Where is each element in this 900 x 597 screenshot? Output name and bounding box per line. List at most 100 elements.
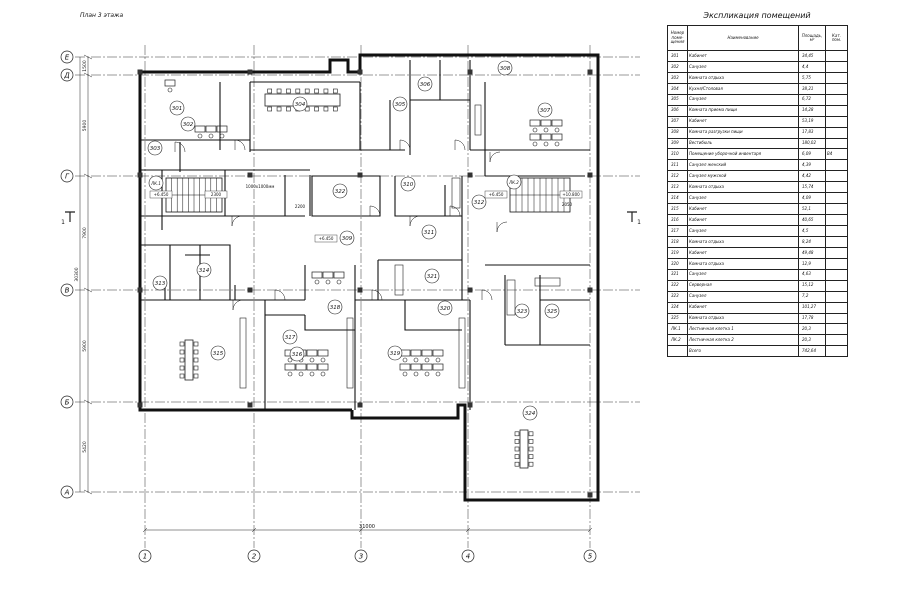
desk [540, 119, 552, 127]
room-area-cell: 12,9 [798, 257, 826, 270]
chair [179, 357, 185, 363]
axis-bubble-row [60, 169, 74, 183]
chair [554, 141, 560, 147]
room-area-cell: 4,5 [798, 225, 826, 237]
chair [543, 127, 549, 133]
room-area-cell: 4,4 [798, 60, 826, 73]
explication-header-row: Номер поме-щения Наименование Площадь, м… [667, 25, 848, 51]
desk [284, 363, 296, 371]
room-category-cell [825, 203, 848, 216]
structural-column [137, 69, 143, 75]
desk [551, 119, 563, 127]
structural-column [587, 172, 593, 178]
chair [543, 141, 549, 147]
room-number-cell: 308 [667, 126, 688, 139]
chair [514, 446, 520, 452]
desk [306, 363, 318, 371]
sofa [474, 104, 482, 136]
room-tag-circle [514, 303, 530, 319]
elevation-mark-box [149, 190, 173, 199]
header-room-category: Кат. пом. [825, 25, 848, 51]
room-tag-circle [424, 268, 440, 284]
room-area-cell: 17,83 [798, 126, 826, 139]
room-name-cell: Комната приема пищи [687, 104, 799, 117]
room-tag-label: 304 [295, 102, 306, 108]
wardrobe [458, 317, 466, 389]
room-category-cell: В4 [825, 148, 848, 161]
door-swing [409, 215, 421, 227]
room-area-cell: 53,19 [798, 115, 826, 128]
desk [551, 133, 563, 141]
wardrobe [451, 177, 461, 209]
room-number-cell: 304 [667, 82, 688, 95]
room-number-cell: 318 [667, 235, 688, 248]
room-tag-label: 303 [150, 146, 161, 152]
room-name-cell: Лестничная клетка 1 [687, 323, 799, 336]
header-room-number: Номер поме-щения [667, 25, 688, 51]
chair [424, 357, 430, 363]
room-number-cell: 306 [667, 104, 688, 117]
header-room-area: Площадь, м² [798, 25, 826, 51]
wardrobe [394, 264, 404, 296]
room-tag-label: 301 [172, 106, 183, 112]
room-number-cell: 322 [667, 279, 688, 292]
room-category-cell [825, 104, 848, 117]
room-number-cell: 303 [667, 71, 688, 84]
sofa [534, 277, 561, 287]
wardrobe [346, 317, 354, 389]
interior-dimension: 2050 [562, 202, 573, 207]
axis-label-row: В [65, 287, 70, 295]
door-swing [454, 139, 466, 151]
room-tag-label: 318 [330, 305, 341, 311]
chair [402, 371, 408, 377]
axis-bubble-column [138, 549, 152, 563]
room-name-cell: Санузел женский [687, 159, 799, 172]
interior-wall [140, 244, 231, 300]
room-tag-label: 308 [500, 66, 511, 72]
door-swing [481, 289, 493, 301]
room-tag-circle [400, 176, 416, 192]
chair [197, 133, 203, 139]
room-name-cell: Комната отдыха [687, 312, 799, 325]
room-tag-circle [522, 405, 538, 421]
dimension-tick [83, 173, 93, 179]
desk [540, 133, 552, 141]
desk [410, 363, 422, 371]
chair [554, 127, 560, 133]
room-category-cell [825, 60, 848, 73]
room-category-cell [825, 126, 848, 139]
elevation-mark-box [559, 190, 583, 199]
elevation-mark-box [314, 234, 338, 243]
room-category-cell [825, 181, 848, 194]
chair [323, 106, 329, 112]
room-name-cell: Санузел [687, 268, 799, 281]
room-tag-circle [332, 183, 348, 199]
explication-table: Номер поме-щения Наименование Площадь, м… [667, 25, 848, 358]
interior-dimension: 1000х1000мм [246, 184, 275, 189]
room-name-cell: Кабинет [687, 203, 799, 216]
chair [179, 341, 185, 347]
elevation-mark-label: +10.800 [562, 192, 580, 197]
chair [298, 371, 304, 377]
chair [179, 349, 185, 355]
room-tag-circle [169, 100, 185, 116]
room-category-cell [825, 82, 848, 95]
chair [276, 106, 282, 112]
room-category-cell [825, 137, 848, 150]
dimension-text-left: 5900 [82, 120, 88, 132]
desk [194, 125, 206, 133]
structural-column [247, 69, 253, 75]
room-category-cell [825, 50, 848, 62]
room-tag-label: 314 [199, 268, 210, 274]
desk [311, 271, 323, 279]
desk [205, 125, 217, 133]
